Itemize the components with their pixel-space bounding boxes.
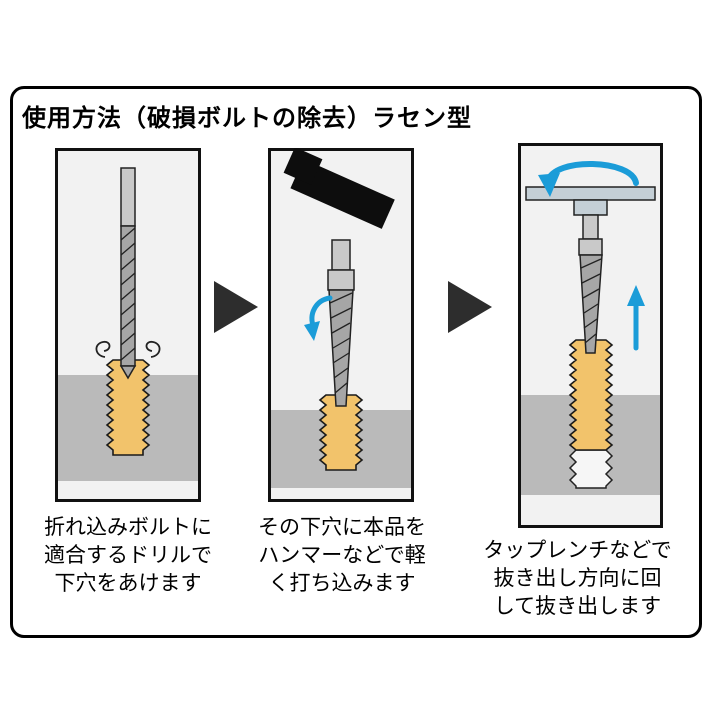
hammer-icon: [283, 148, 395, 229]
rotate-arrow-icon: [304, 295, 333, 341]
next-step-arrow-icon: [448, 281, 492, 333]
caption-line: 下穴をあけます: [54, 572, 202, 595]
step1-panel: [55, 148, 201, 502]
figure-title: 使用方法（破損ボルトの除去）ラセン型: [22, 105, 472, 132]
screw-extractor-icon: [578, 214, 603, 354]
caption-line: く打ち込みます: [268, 572, 416, 595]
caption-line: その下穴に本品を: [258, 516, 426, 539]
threaded-hole-icon: [568, 449, 614, 489]
metal-chips-icon: [95, 341, 161, 358]
caption-line: 適合するドリルで: [44, 544, 212, 567]
caption-line: タップレンチなどで: [483, 539, 672, 562]
caption-line: して抜き出します: [493, 595, 662, 618]
drill-bit-icon: [119, 167, 137, 380]
caption-line: 抜き出し方向に回: [493, 567, 662, 590]
pull-up-arrow-icon: [627, 285, 645, 351]
rotate-arrow-icon: [538, 161, 639, 197]
tap-wrench-icon: [525, 186, 656, 216]
next-step-arrow-icon: [214, 281, 258, 333]
screw-extractor-icon: [327, 239, 355, 407]
step3-panel: [518, 143, 663, 528]
caption-line: ハンマーなどで軽: [258, 544, 426, 567]
step2-caption: その下穴に本品を ハンマーなどで軽 く打ち込みます: [236, 514, 448, 598]
broken-bolt-icon: [568, 339, 614, 451]
caption-line: 折れ込みボルトに: [44, 516, 212, 539]
broken-bolt-icon: [105, 359, 151, 456]
step3-caption: タップレンチなどで 抜き出し方向に回 して抜き出します: [455, 537, 700, 621]
broken-bolt-icon: [318, 394, 364, 471]
step2-panel: [268, 148, 414, 502]
step1-caption: 折れ込みボルトに 適合するドリルで 下穴をあけます: [18, 514, 238, 598]
